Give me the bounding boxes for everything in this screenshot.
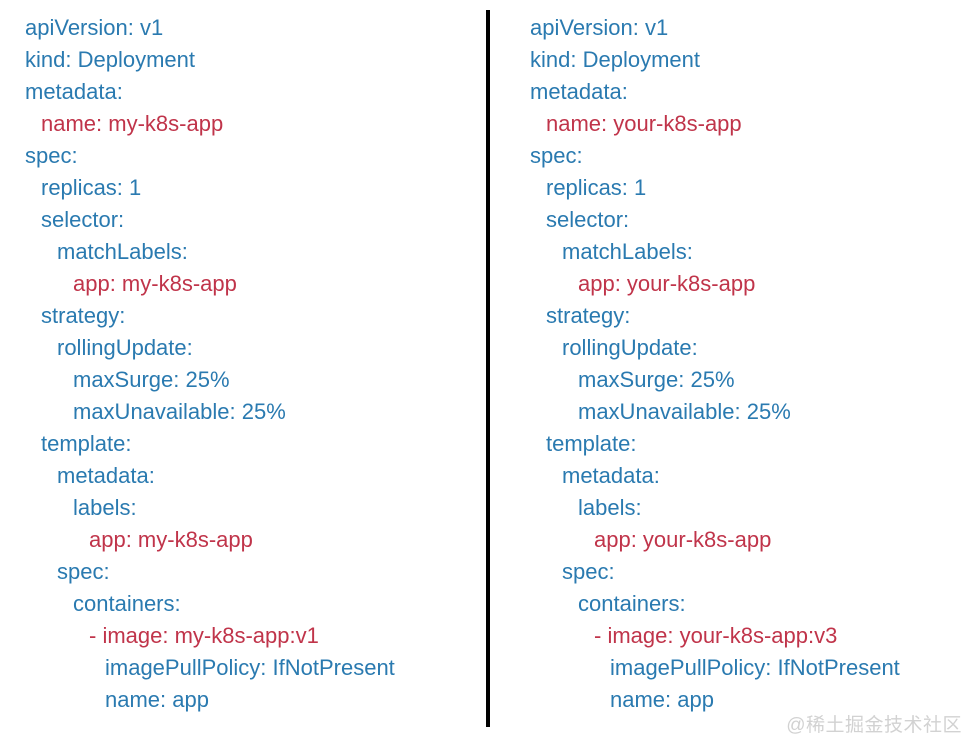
yaml-token: kind: Deployment [25,47,195,72]
yaml-token: maxSurge: 25% [73,367,230,392]
yaml-token: imagePullPolicy: IfNotPresent [610,655,900,680]
yaml-token: name: app [105,687,209,712]
yaml-line: matchLabels: [25,236,395,268]
yaml-token: apiVersion: v1 [530,15,669,40]
yaml-token: spec: [530,143,583,168]
yaml-line: containers: [25,588,395,620]
yaml-token: imagePullPolicy: IfNotPresent [105,655,395,680]
yaml-token: rollingUpdate: [562,335,698,360]
yaml-token: name: your-k8s-app [546,111,742,136]
yaml-line: apiVersion: v1 [530,12,900,44]
yaml-token: containers: [73,591,181,616]
yaml-line: spec: [530,556,900,588]
yaml-line: app: my-k8s-app [25,524,395,556]
yaml-line: template: [530,428,900,460]
yaml-token: maxUnavailable: 25% [73,399,286,424]
yaml-line: metadata: [25,460,395,492]
yaml-line: labels: [25,492,395,524]
yaml-token: app: your-k8s-app [594,527,772,552]
yaml-line: containers: [530,588,900,620]
yaml-token: spec: [562,559,615,584]
column-divider [486,10,490,727]
yaml-token: app: your-k8s-app [578,271,756,296]
yaml-token: kind: Deployment [530,47,700,72]
yaml-line: matchLabels: [530,236,900,268]
yaml-line: app: your-k8s-app [530,268,900,300]
yaml-token: template: [546,431,637,456]
yaml-line: replicas: 1 [25,172,395,204]
yaml-line: spec: [25,140,395,172]
yaml-line: spec: [530,140,900,172]
yaml-line: strategy: [25,300,395,332]
watermark-text: @稀土掘金技术社区 [786,715,962,736]
yaml-token: replicas: 1 [41,175,142,200]
yaml-line: name: your-k8s-app [530,108,900,140]
yaml-token: app: my-k8s-app [89,527,253,552]
yaml-token: - image: my-k8s-app:v1 [89,623,319,648]
yaml-line: maxSurge: 25% [25,364,395,396]
yaml-token: spec: [25,143,78,168]
yaml-token: matchLabels: [57,239,188,264]
yaml-token: metadata: [57,463,155,488]
yaml-line: selector: [25,204,395,236]
yaml-line: template: [25,428,395,460]
yaml-line: metadata: [25,76,395,108]
yaml-line: name: app [530,684,900,716]
yaml-line: apiVersion: v1 [25,12,395,44]
yaml-line: metadata: [530,76,900,108]
yaml-line: maxUnavailable: 25% [530,396,900,428]
yaml-line: - image: my-k8s-app:v1 [25,620,395,652]
yaml-line: rollingUpdate: [530,332,900,364]
yaml-token: maxSurge: 25% [578,367,735,392]
yaml-line: maxUnavailable: 25% [25,396,395,428]
yaml-line: maxSurge: 25% [530,364,900,396]
yaml-token: metadata: [25,79,123,104]
yaml-token: labels: [73,495,137,520]
right-yaml-manifest: apiVersion: v1 kind: Deployment metadata: n… [530,12,900,716]
yaml-line: rollingUpdate: [25,332,395,364]
yaml-token: apiVersion: v1 [25,15,164,40]
yaml-line: labels: [530,492,900,524]
yaml-token: strategy: [546,303,631,328]
yaml-token: maxUnavailable: 25% [578,399,791,424]
yaml-line: metadata: [530,460,900,492]
yaml-line: imagePullPolicy: IfNotPresent [530,652,900,684]
yaml-line: - image: your-k8s-app:v3 [530,620,900,652]
yaml-token: - image: your-k8s-app:v3 [594,623,838,648]
yaml-token: labels: [578,495,642,520]
yaml-token: strategy: [41,303,126,328]
left-yaml-manifest: apiVersion: v1 kind: Deployment metadata: n… [25,12,395,716]
yaml-line: kind: Deployment [25,44,395,76]
yaml-line: imagePullPolicy: IfNotPresent [25,652,395,684]
yaml-token: containers: [578,591,686,616]
yaml-token: name: app [610,687,714,712]
yaml-line: name: my-k8s-app [25,108,395,140]
yaml-token: metadata: [562,463,660,488]
yaml-token: selector: [546,207,630,232]
yaml-line: replicas: 1 [530,172,900,204]
yaml-line: selector: [530,204,900,236]
yaml-line: spec: [25,556,395,588]
yaml-token: metadata: [530,79,628,104]
yaml-token: spec: [57,559,110,584]
yaml-token: name: my-k8s-app [41,111,224,136]
yaml-token: selector: [41,207,125,232]
yaml-line: kind: Deployment [530,44,900,76]
yaml-token: rollingUpdate: [57,335,193,360]
yaml-line: app: my-k8s-app [25,268,395,300]
yaml-line: app: your-k8s-app [530,524,900,556]
yaml-line: name: app [25,684,395,716]
yaml-token: app: my-k8s-app [73,271,237,296]
yaml-token: template: [41,431,132,456]
yaml-token: matchLabels: [562,239,693,264]
yaml-line: strategy: [530,300,900,332]
yaml-token: replicas: 1 [546,175,647,200]
